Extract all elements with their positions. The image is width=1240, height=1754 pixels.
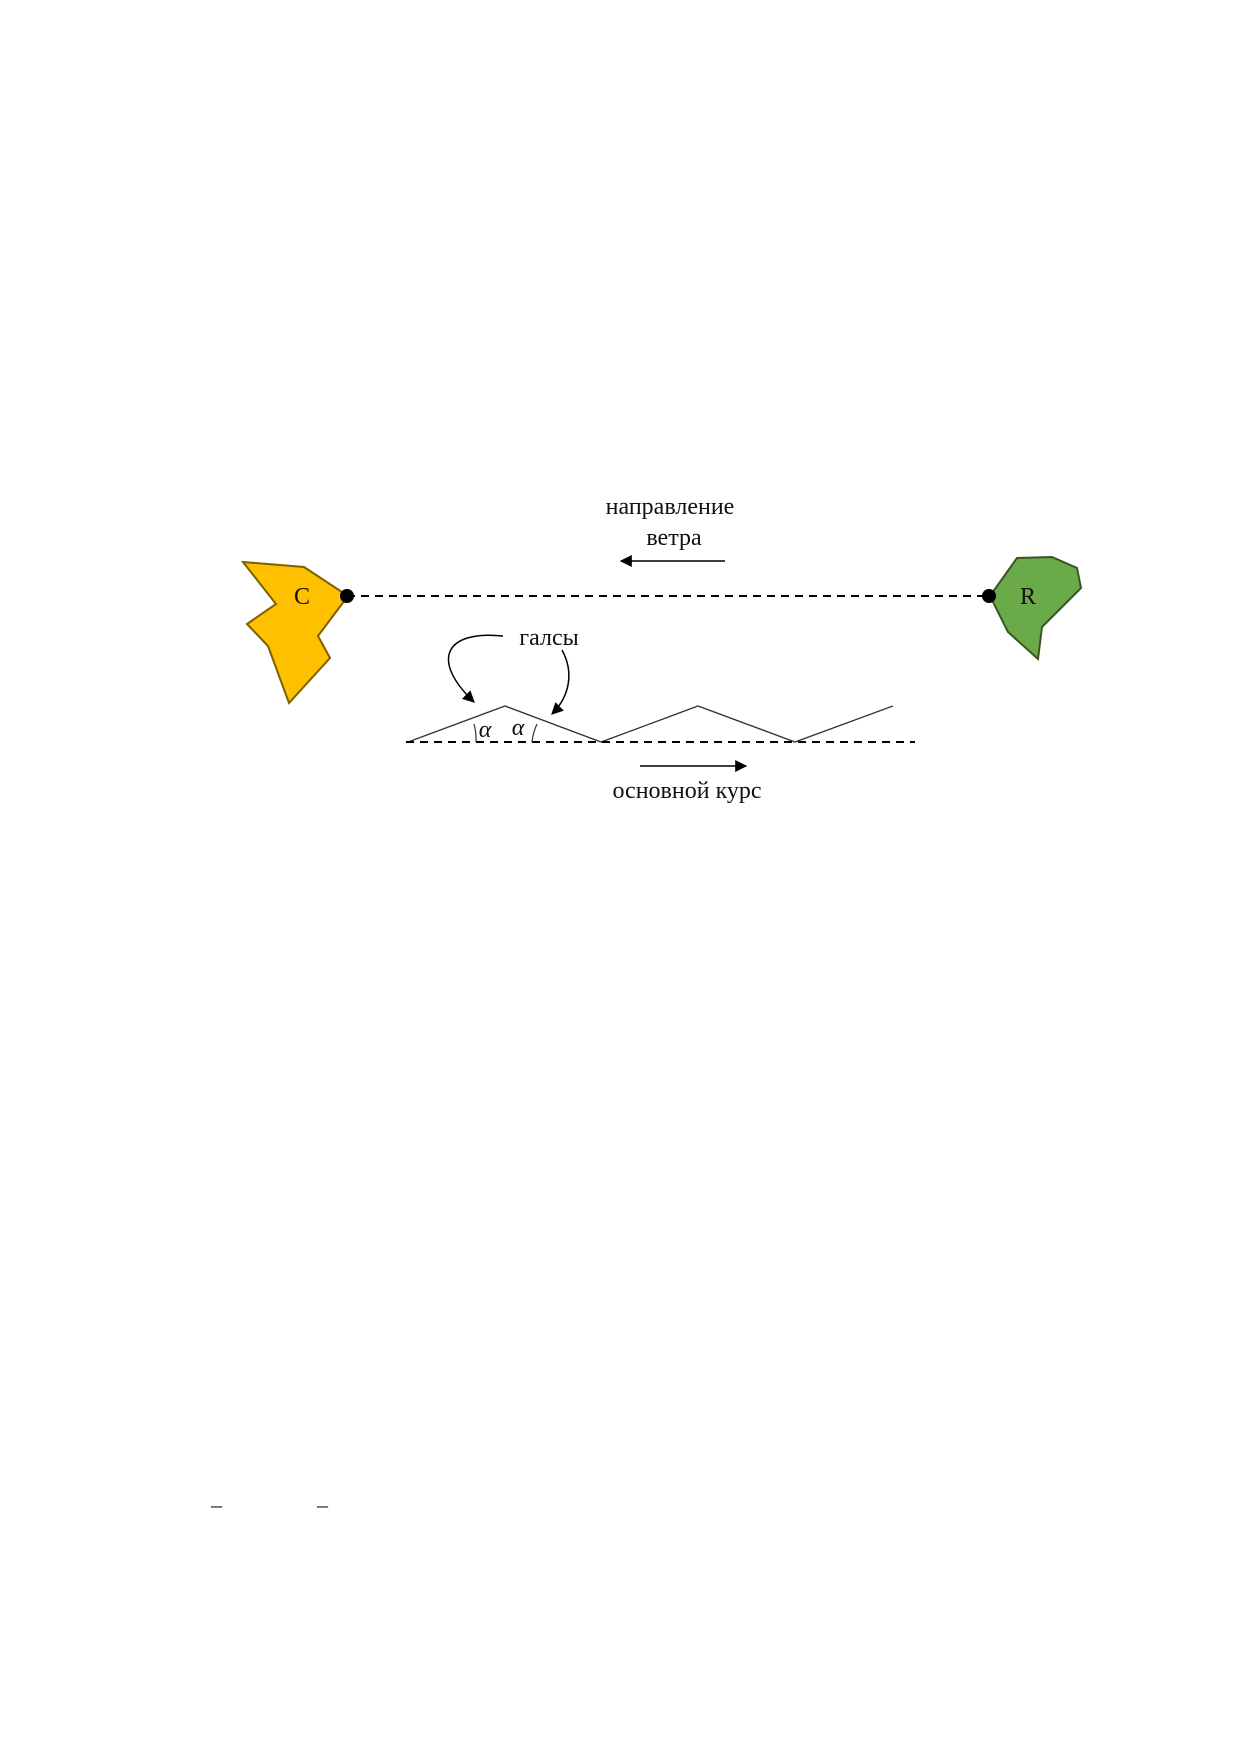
angle-arc-left <box>473 723 477 743</box>
footer-dash-right: – <box>317 1492 328 1517</box>
wind-direction-label-line2: ветра <box>646 525 702 551</box>
tacks-arrow-left <box>447 634 504 703</box>
main-course-label: основной курс <box>612 778 761 804</box>
start-point-dot <box>340 589 354 603</box>
tacks-label: галсы <box>519 625 578 651</box>
angle-label-right: α <box>512 715 525 741</box>
end-point-label: R <box>1020 584 1036 610</box>
angle-arc-right <box>531 723 538 743</box>
wind-direction-label-line1: направление <box>606 494 735 520</box>
start-region-shape <box>240 560 350 705</box>
tacks-zigzag-path <box>407 705 894 743</box>
angle-label-left: α <box>479 717 492 743</box>
start-point-label: C <box>294 584 310 610</box>
end-point-dot <box>982 589 996 603</box>
tacks-arrow-right <box>551 649 570 715</box>
end-region-shape <box>988 555 1083 662</box>
footer-dash-left: – <box>211 1492 222 1517</box>
